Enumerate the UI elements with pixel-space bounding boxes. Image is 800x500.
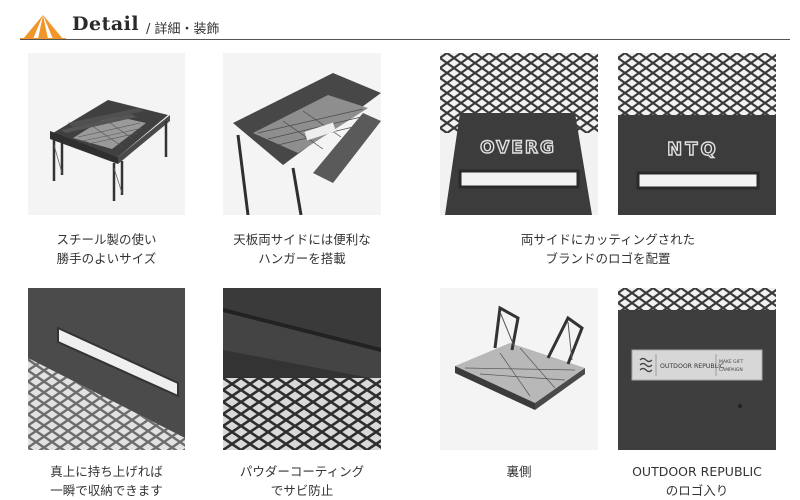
photo-handle-lift (28, 288, 185, 450)
photo-underside (440, 288, 598, 450)
wave-icon (639, 357, 653, 373)
caption-3-line-2: ブランドのロゴを配置 (545, 251, 671, 266)
caption-1-line-2: 勝手のよいサイズ (56, 251, 157, 266)
caption-7: OUTDOOR REPUBLIC のロゴ入り (608, 462, 786, 500)
caption-5-line-2: でサビ防止 (270, 483, 334, 498)
photo-logo-cutout-right: NTQ (618, 53, 776, 215)
caption-2-line-2: ハンガーを搭載 (258, 251, 346, 266)
caption-6-line-1: 裏側 (506, 464, 532, 479)
caption-4-line-2: 一瞬で収納できます (50, 483, 163, 498)
photo-logo-cutout-left: OVERG (440, 53, 598, 215)
caption-4: 真上に持ち上げれば 一瞬で収納できます (28, 462, 185, 500)
caption-7-line-2: のロゴ入り (665, 483, 729, 498)
header-divider (20, 39, 790, 40)
caption-2: 天板両サイドには便利な ハンガーを搭載 (208, 230, 396, 268)
tent-icon (20, 15, 66, 40)
photo-brand-plate: OUTDOOR REPUBLIC MAKE GIFT CAMPAIGN (618, 288, 776, 450)
plate-tag-1: MAKE GIFT (719, 359, 744, 365)
plate-tag-2: CAMPAIGN (719, 367, 743, 373)
caption-3: 両サイドにカッティングされた ブランドのロゴを配置 (478, 230, 738, 268)
photo-hanger (223, 53, 381, 215)
caption-6: 裏側 (440, 462, 598, 481)
photo-table-overview (28, 53, 185, 215)
caption-4-line-1: 真上に持ち上げれば (50, 464, 163, 479)
cutout-text-left: OVERG (480, 138, 556, 158)
plate-brand-text: OUTDOOR REPUBLIC (660, 363, 724, 370)
caption-1-line-1: スチール製の使い (56, 232, 157, 247)
caption-5: パウダーコーティング でサビ防止 (208, 462, 396, 500)
section-title: Detail (72, 13, 140, 35)
caption-7-line-1: OUTDOOR REPUBLIC (632, 464, 762, 479)
caption-1: スチール製の使い 勝手のよいサイズ (28, 230, 185, 268)
section-subtitle: / 詳細・装飾 (146, 22, 220, 37)
rivet (738, 404, 742, 408)
caption-2-line-1: 天板両サイドには便利な (233, 232, 371, 247)
cutout-text-right: NTQ (667, 139, 719, 160)
photo-powder-coating (223, 288, 381, 450)
section-header: Detail / 詳細・装飾 (20, 8, 788, 40)
caption-3-line-1: 両サイドにカッティングされた (520, 232, 696, 247)
caption-5-line-1: パウダーコーティング (239, 464, 365, 479)
